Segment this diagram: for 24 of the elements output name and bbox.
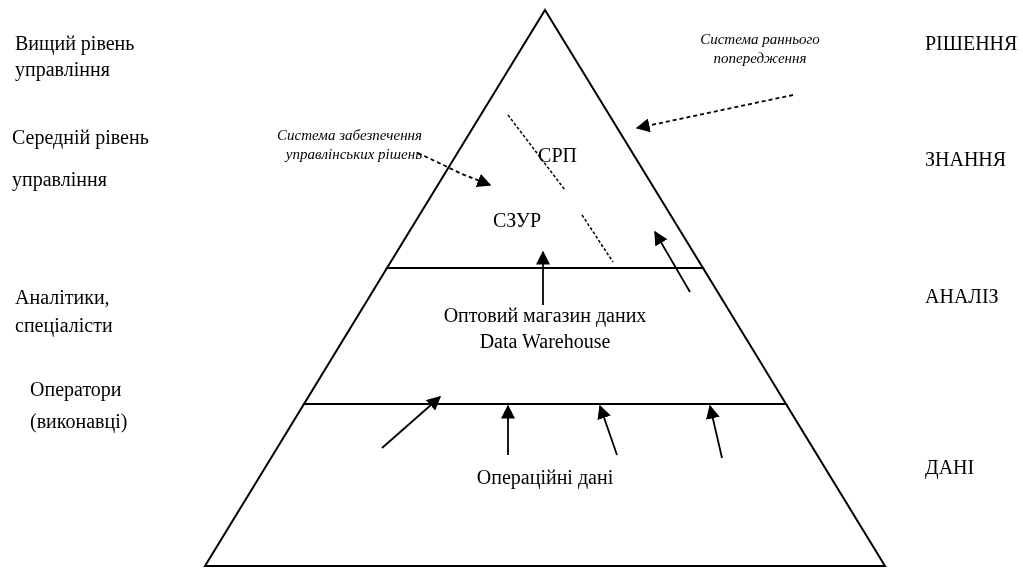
arrow <box>597 404 618 456</box>
arrow <box>706 404 723 459</box>
leader-line <box>635 94 794 133</box>
tier-label: СЗУР <box>492 208 542 233</box>
arrow <box>381 396 442 449</box>
arrow <box>501 404 515 456</box>
callout-text: Система забезпечення управлінських рішень <box>276 125 422 164</box>
arrow <box>536 250 550 306</box>
category-label: ДАНІ <box>925 455 976 480</box>
category-label: ЗНАННЯ <box>925 147 1008 172</box>
tier-text: Оптовий магазин даних Data Warehouse <box>442 303 648 354</box>
level-label: Середній рівень управління <box>12 125 150 193</box>
arrow <box>654 230 691 293</box>
callout-text: Система раннього попередження <box>699 29 821 68</box>
leader-line <box>417 152 492 187</box>
level-label: Аналітики, спеціалісти <box>15 285 114 339</box>
tier-text: Операційні дані <box>476 465 614 490</box>
level-label: Оператори (виконавці) <box>30 377 129 435</box>
category-label: РІШЕННЯ <box>925 31 1019 56</box>
pyramid-bottom-tier <box>205 404 885 566</box>
pyramid-middle-tier <box>304 268 786 404</box>
level-label: Вищий рівень управління <box>15 31 136 82</box>
category-label: АНАЛІЗ <box>925 284 1000 309</box>
tier-label: СРП <box>538 143 577 168</box>
